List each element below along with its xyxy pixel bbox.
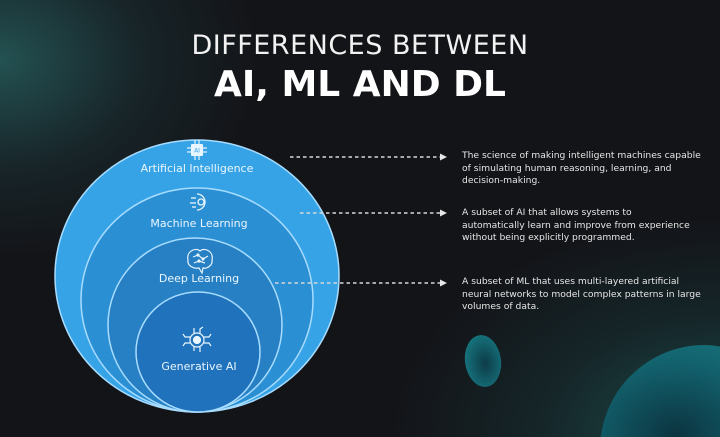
description-ai: The science of making intelligent machin… [462,150,701,186]
label-dl: Deep Learning [158,272,240,285]
svg-text:AI: AI [194,148,200,155]
neural-brain-icon [187,248,213,275]
description-dl: A subset of ML that uses multi-layered a… [462,276,701,312]
ai-chip-icon: AI [187,140,207,160]
arrow-ml [300,209,447,217]
gear-brain-icon [190,193,206,211]
label-genai: Generative AI [161,360,237,373]
arrow-dl [275,279,447,287]
circuit-chip-icon [182,326,212,352]
arrow-ai [290,153,447,161]
description-ml: A subset of AI that allows systems to au… [462,207,690,243]
circle-genai [135,291,261,413]
label-ai: Artificial Intelligence [140,162,254,175]
label-ml: Machine Learning [150,217,248,230]
title-line-2: AI, ML AND DL [214,64,506,105]
title-line-1: DIFFERENCES BETWEEN [191,30,529,61]
